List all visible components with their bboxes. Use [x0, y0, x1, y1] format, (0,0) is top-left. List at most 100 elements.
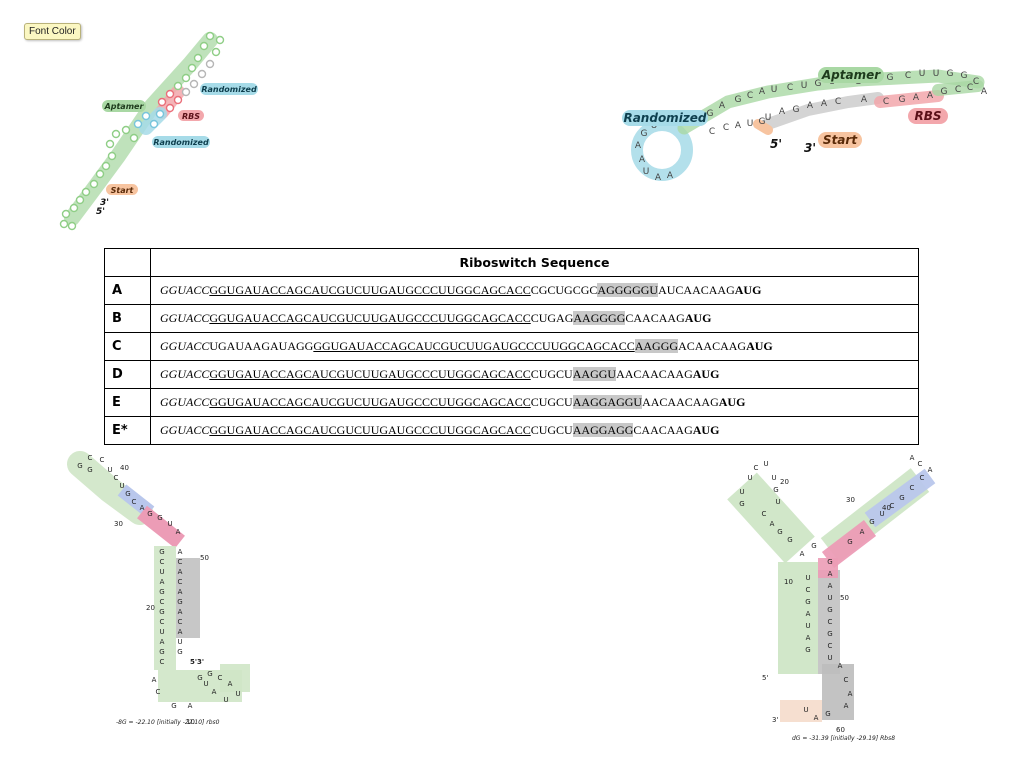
svg-text:A: A [779, 107, 786, 117]
svg-text:U: U [827, 654, 832, 662]
sequence-cell: GGUACCGGUGAUACCAGCAUCGUCUUGAUGCCCUUGGCAG… [150, 416, 919, 445]
svg-text:A: A [806, 634, 811, 642]
svg-text:A: A [212, 688, 217, 696]
nt-number-20: 20 [780, 478, 789, 486]
svg-text:A: A [913, 93, 920, 103]
svg-text:G: G [735, 95, 742, 105]
svg-text:C: C [955, 85, 961, 95]
svg-text:A: A [814, 714, 819, 722]
svg-text:G: G [171, 702, 176, 710]
nt-number-50: 50 [200, 554, 209, 562]
svg-text:C: C [920, 474, 925, 482]
svg-text:C: C [883, 97, 889, 107]
svg-text:C: C [844, 676, 849, 684]
svg-text:A: A [667, 171, 674, 181]
top-left-rbs-label: RBS [182, 112, 200, 121]
svg-text:C: C [178, 618, 183, 626]
svg-text:A: A [860, 528, 865, 536]
svg-text:C: C [905, 71, 911, 81]
svg-text:G: G [207, 670, 212, 678]
svg-text:U: U [765, 113, 772, 123]
svg-text:U: U [775, 498, 780, 506]
svg-text:A: A [178, 568, 183, 576]
svg-text:G: G [793, 105, 800, 115]
table-header-row: Riboswitch Sequence [104, 248, 919, 277]
svg-text:U: U [739, 488, 744, 496]
svg-text:U: U [167, 520, 172, 528]
svg-text:C: C [890, 502, 895, 510]
svg-text:A: A [635, 141, 642, 151]
five-prime-label: 5' [762, 674, 768, 682]
table-corner-cell [104, 248, 151, 277]
svg-text:A: A [178, 628, 183, 636]
svg-text:A: A [800, 550, 805, 558]
svg-text:G: G [641, 129, 648, 139]
nt-number-10: 10 [784, 578, 793, 586]
svg-text:G: G [811, 542, 816, 550]
svg-text:C: C [160, 618, 165, 626]
svg-text:G: G [777, 528, 782, 536]
table-row: A GGUACCGGUGAUACCAGCAUCGUCUUGAUGCCCUUGGC… [104, 276, 919, 305]
svg-text:G: G [739, 500, 744, 508]
row-label: A [104, 276, 151, 305]
svg-text:G: G [869, 518, 874, 526]
svg-text:G: G [197, 674, 202, 682]
top-right-rbs-label: RBS [914, 109, 941, 123]
svg-text:C: C [160, 658, 165, 666]
svg-text:U: U [803, 706, 808, 714]
svg-text:G: G [759, 117, 766, 127]
svg-text:A: A [176, 528, 181, 536]
svg-text:C: C [160, 598, 165, 606]
svg-text:A: A [140, 504, 145, 512]
svg-text:U: U [763, 460, 768, 468]
top-right-3prime-label: 3' [804, 141, 816, 155]
svg-text:C: C [762, 510, 767, 518]
svg-text:G: G [961, 71, 968, 81]
top-left-5prime-label: 5' [96, 207, 105, 217]
svg-text:C: C [754, 464, 759, 472]
svg-text:G: G [805, 598, 810, 606]
svg-text:A: A [927, 91, 934, 101]
svg-text:A: A [838, 662, 843, 670]
svg-text:U: U [177, 638, 182, 646]
svg-text:C: C [709, 127, 715, 137]
svg-text:A: A [152, 676, 157, 684]
svg-text:G: G [177, 598, 182, 606]
top-left-randomized-label-top: Randomized [201, 85, 257, 94]
svg-text:A: A [160, 578, 165, 586]
nt-number-20: 20 [146, 604, 155, 612]
top-left-3prime-label: 3' [100, 198, 109, 208]
table-row: E* GGUACCGGUGAUACCAGCAUCGUCUUGAUGCCCUUGG… [104, 416, 919, 445]
svg-text:C: C [160, 558, 165, 566]
svg-text:C: C [723, 123, 729, 133]
table-row: C GGUACCUGAUAAGAUAGGGGUGAUACCAGCAUCGUCUU… [104, 332, 919, 361]
font-color-tooltip: Font Color [24, 23, 81, 40]
svg-text:A: A [807, 101, 814, 111]
svg-text:G: G [827, 606, 832, 614]
svg-text:G: G [899, 95, 906, 105]
svg-text:A: A [178, 548, 183, 556]
svg-text:C: C [747, 91, 753, 101]
svg-text:G: G [847, 538, 852, 546]
svg-text:C: C [132, 498, 137, 506]
svg-text:A: A [639, 155, 646, 165]
svg-text:G: G [77, 462, 82, 470]
svg-text:U: U [747, 119, 754, 129]
svg-text:U: U [805, 622, 810, 630]
svg-text:C: C [156, 688, 161, 696]
svg-text:A: A [178, 588, 183, 596]
svg-text:U: U [643, 167, 650, 177]
svg-text:C: C [787, 83, 793, 93]
svg-text:A: A [735, 121, 742, 131]
svg-text:C: C [114, 474, 119, 482]
top-right-randomized-label: Randomized [623, 111, 706, 125]
svg-text:C: C [178, 558, 183, 566]
svg-text:U: U [919, 69, 926, 79]
svg-text:C: C [100, 456, 105, 464]
top-right-riboswitch-diagram: AUAA AGU GGA GCAU CUGU UGAG CUUG GCA UAG… [618, 62, 998, 194]
top-right-aptamer-label: Aptamer [821, 68, 881, 82]
svg-text:C: C [218, 674, 223, 682]
top-left-riboswitch-diagram: Aptamer RBS Randomized Randomized Start … [50, 28, 270, 233]
svg-text:C: C [967, 83, 973, 93]
svg-text:C: C [828, 618, 833, 626]
